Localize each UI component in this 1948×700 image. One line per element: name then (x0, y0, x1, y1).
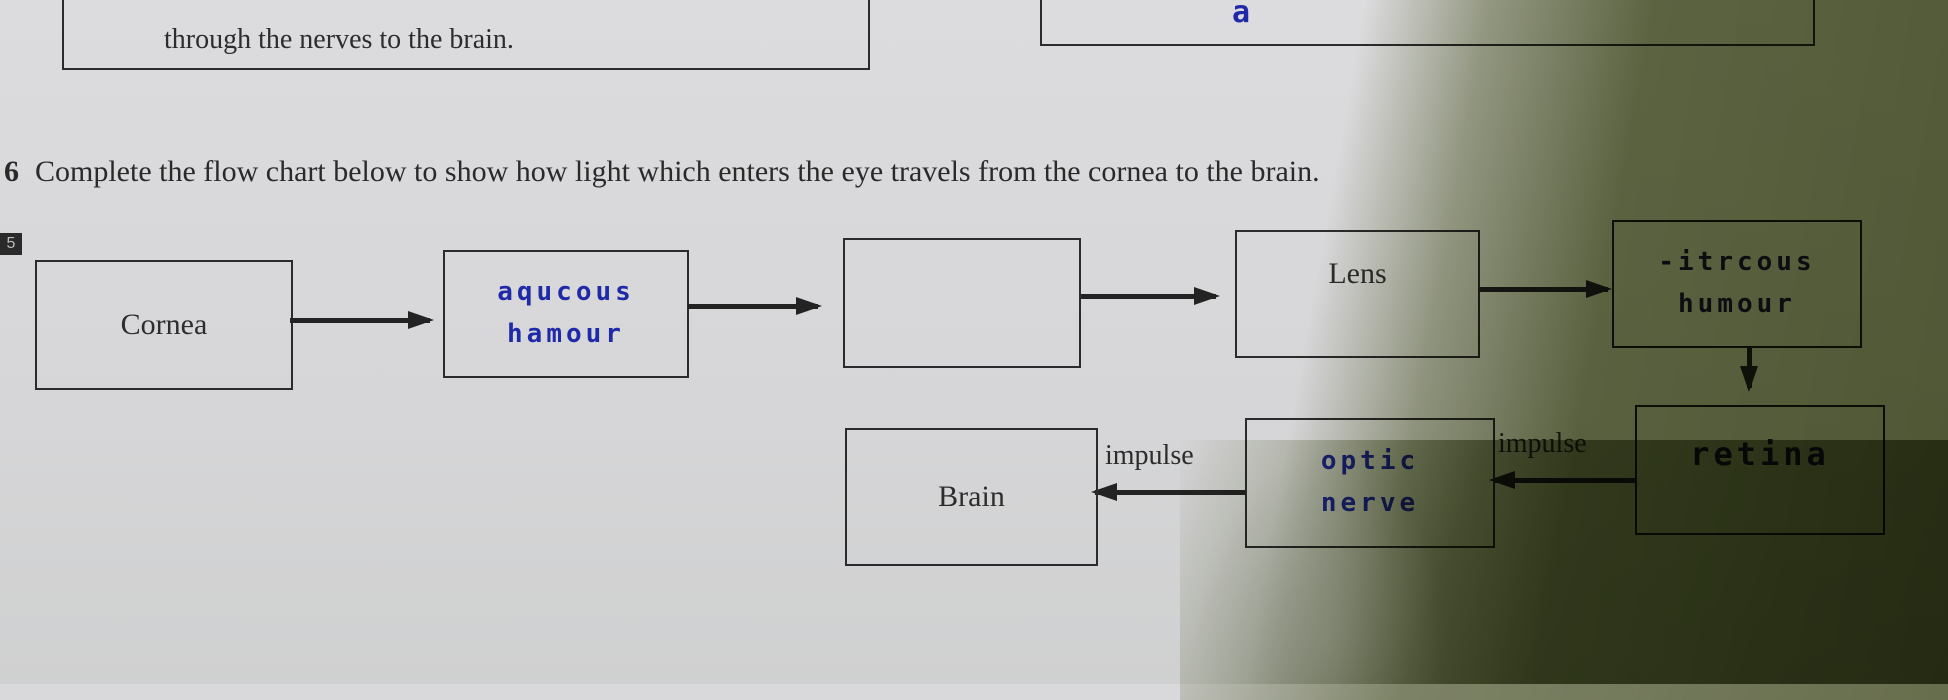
question-number: 6 (4, 155, 19, 188)
impulse-label-nerve: impulse (1105, 440, 1194, 471)
cornea-label: Cornea (120, 308, 208, 341)
previous-answer-box: through the nerves to the brain. (62, 0, 870, 70)
flow-box-vitreous-humour[interactable]: -itrcous humour (1612, 220, 1862, 348)
arrow-blank-to-lens (1081, 287, 1220, 305)
aqueous-handwriting-line1: aqucous (497, 277, 635, 308)
previous-answer-field[interactable]: a (1040, 0, 1815, 46)
arrow-cornea-to-aqueous (290, 311, 434, 329)
previous-question-text: through the nerves to the brain. (164, 24, 514, 55)
flow-box-aqueous-humour[interactable]: aqucous hamour (443, 250, 689, 378)
lens-label: Lens (1328, 257, 1387, 290)
optic-nerve-handwriting-line1: optic (1320, 446, 1420, 477)
retina-handwriting: retina (1690, 435, 1830, 474)
flow-box-brain: Brain (845, 428, 1098, 566)
previous-answer-handwriting: a (1232, 0, 1255, 30)
aqueous-handwriting-line2: hamour (507, 319, 625, 349)
flow-box-cornea: Cornea (35, 260, 293, 390)
question-text: Complete the flow chart below to show ho… (35, 155, 1320, 188)
arrow-nerve-to-brain (1091, 483, 1245, 501)
flow-box-blank[interactable] (843, 238, 1081, 368)
marks-value: 5 (6, 235, 16, 252)
arrow-aqueous-to-blank (688, 297, 822, 315)
flow-box-optic-nerve[interactable]: optic nerve (1245, 418, 1495, 548)
impulse-label-retina: impulse (1498, 428, 1587, 459)
arrow-lens-to-vitreous (1478, 280, 1612, 298)
optic-nerve-handwriting-line2: nerve (1320, 488, 1420, 518)
arrow-retina-to-nerve (1489, 471, 1635, 489)
question-prompt: 6 Complete the flow chart below to show h… (4, 155, 1320, 189)
flow-box-retina[interactable]: retina (1635, 405, 1885, 535)
flow-box-lens: Lens (1235, 230, 1480, 358)
marks-badge: 5 (0, 233, 22, 255)
brain-label: Brain (938, 480, 1005, 513)
vitreous-handwriting-line2: humour (1678, 289, 1796, 319)
vitreous-handwriting-line1: -itrcous (1658, 247, 1816, 278)
arrow-vitreous-to-retina (1740, 348, 1758, 392)
